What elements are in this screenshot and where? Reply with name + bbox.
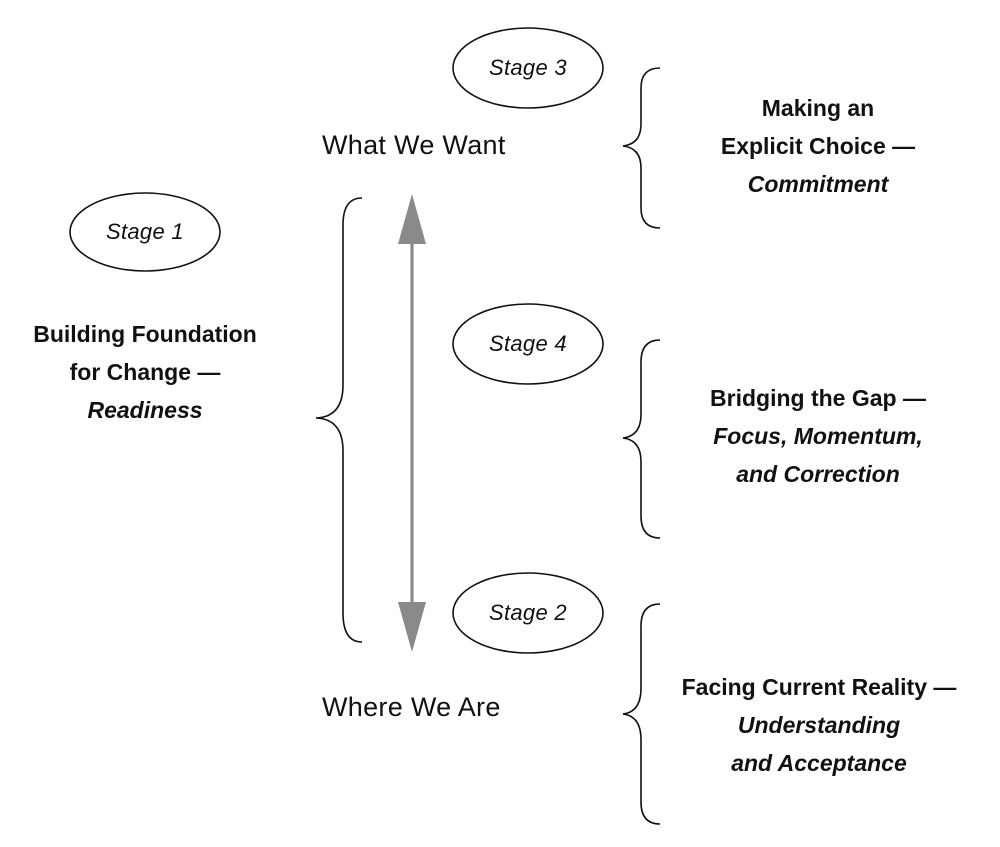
where-we-are-label: Where We Are xyxy=(322,692,501,722)
stage-3-line-1: Making an xyxy=(761,95,875,121)
stage-2-description: Facing Current Reality — Understanding a… xyxy=(660,668,978,782)
stage-2-badge: Stage 2 xyxy=(489,600,567,625)
stage-2-emphasis-2: and Acceptance xyxy=(731,750,907,776)
stage-2-oval xyxy=(452,572,604,654)
stage-1-emphasis: Readiness xyxy=(87,397,203,423)
stage-1-line-1: Building Foundation xyxy=(33,321,257,347)
curly-brace-icon xyxy=(622,67,661,229)
stage-2-line-1: Facing Current Reality — xyxy=(681,674,957,700)
stage-1-badge: Stage 1 xyxy=(106,219,184,244)
curly-brace-icon xyxy=(315,197,363,643)
stage-4-description: Bridging the Gap — Focus, Momentum, and … xyxy=(668,379,968,493)
stage-4-badge: Stage 4 xyxy=(489,331,567,356)
curly-brace-icon xyxy=(622,603,661,825)
stage-3-oval xyxy=(452,27,604,109)
stage-4-emphasis-2: and Correction xyxy=(736,461,900,487)
double-headed-arrow-icon xyxy=(398,194,426,652)
what-we-want-label: What We Want xyxy=(322,130,506,160)
stage-3-emphasis: Commitment xyxy=(747,171,889,197)
stage-4-oval xyxy=(452,303,604,385)
stage-1-line-2: for Change — xyxy=(69,359,221,385)
stage-4-line-1: Bridging the Gap — xyxy=(710,385,926,411)
stage-3-line-2: Explicit Choice — xyxy=(720,133,916,159)
stage-3-badge: Stage 3 xyxy=(489,55,567,80)
stage-4-emphasis-1: Focus, Momentum, xyxy=(713,423,923,449)
stage-2-emphasis-1: Understanding xyxy=(737,712,901,738)
curly-brace-icon xyxy=(622,339,661,539)
stage-1-description: Building Foundation for Change — Readine… xyxy=(0,315,290,429)
stage-1-oval xyxy=(69,192,221,272)
stage-3-description: Making an Explicit Choice — Commitment xyxy=(668,89,968,203)
